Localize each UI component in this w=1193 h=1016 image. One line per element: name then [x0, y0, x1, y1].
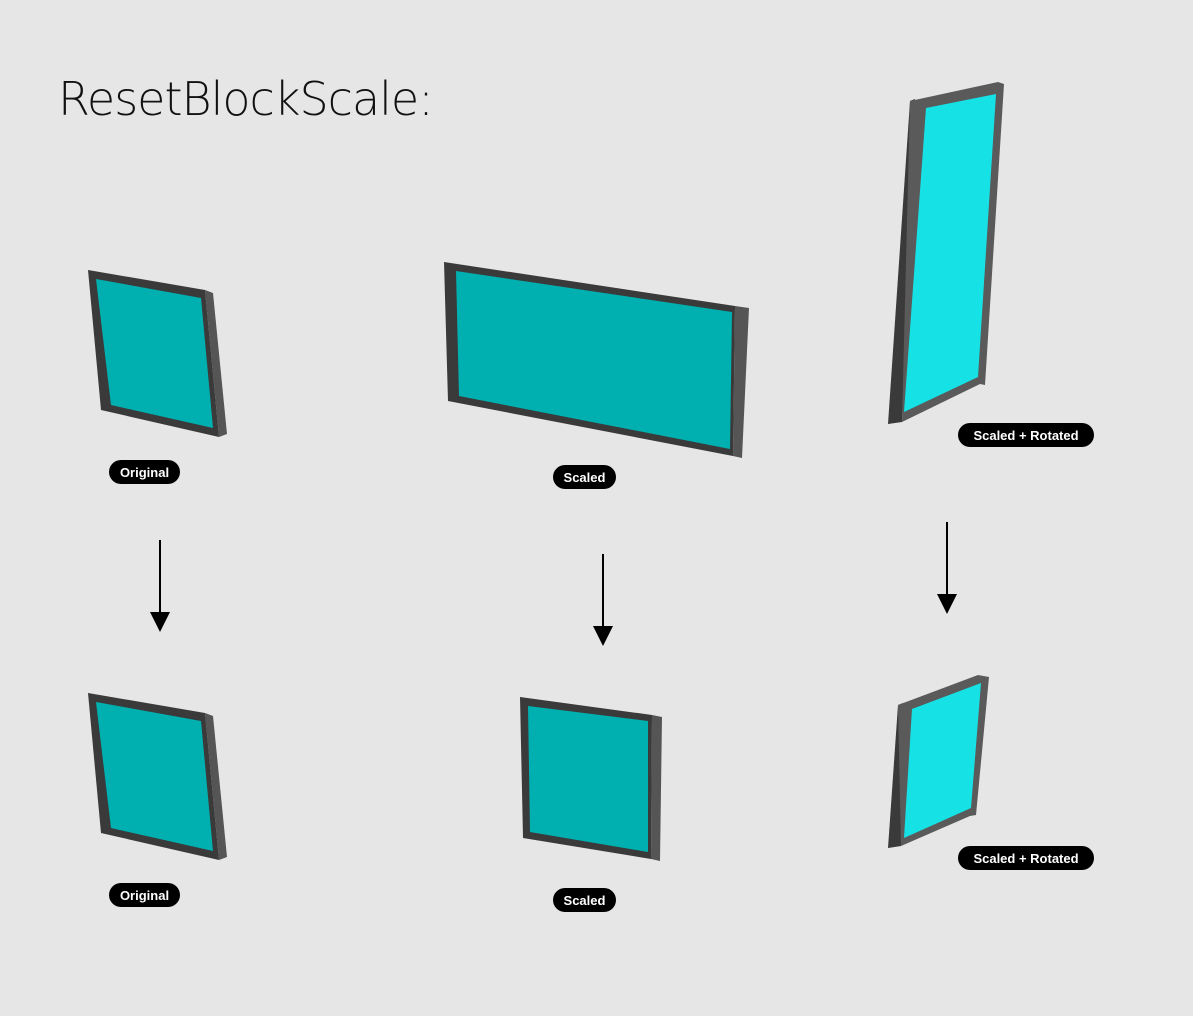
svg-text:Scaled: Scaled	[564, 893, 606, 908]
label-original-before: Original	[109, 460, 180, 484]
page-title: ResetBlockScale:	[58, 72, 434, 126]
window-rotated-after	[888, 675, 989, 848]
arrow-down-scaled	[593, 554, 613, 646]
window-original-before	[88, 270, 227, 437]
window-scaled-after	[520, 697, 662, 861]
label-rotated-before: Scaled + Rotated	[958, 423, 1094, 447]
window-rotated-before	[888, 82, 1004, 424]
window-original-after	[88, 693, 227, 860]
label-original-after: Original	[109, 883, 180, 907]
svg-text:Scaled + Rotated: Scaled + Rotated	[973, 851, 1078, 866]
label-scaled-after: Scaled	[553, 888, 616, 912]
arrow-down-original	[150, 540, 170, 632]
svg-text:Original: Original	[120, 465, 169, 480]
svg-text:Scaled + Rotated: Scaled + Rotated	[973, 428, 1078, 443]
arrow-down-rotated	[937, 522, 957, 614]
svg-text:Scaled: Scaled	[564, 470, 606, 485]
label-rotated-after: Scaled + Rotated	[958, 846, 1094, 870]
label-scaled-before: Scaled	[553, 465, 616, 489]
window-scaled-before	[444, 262, 749, 458]
svg-text:Original: Original	[120, 888, 169, 903]
